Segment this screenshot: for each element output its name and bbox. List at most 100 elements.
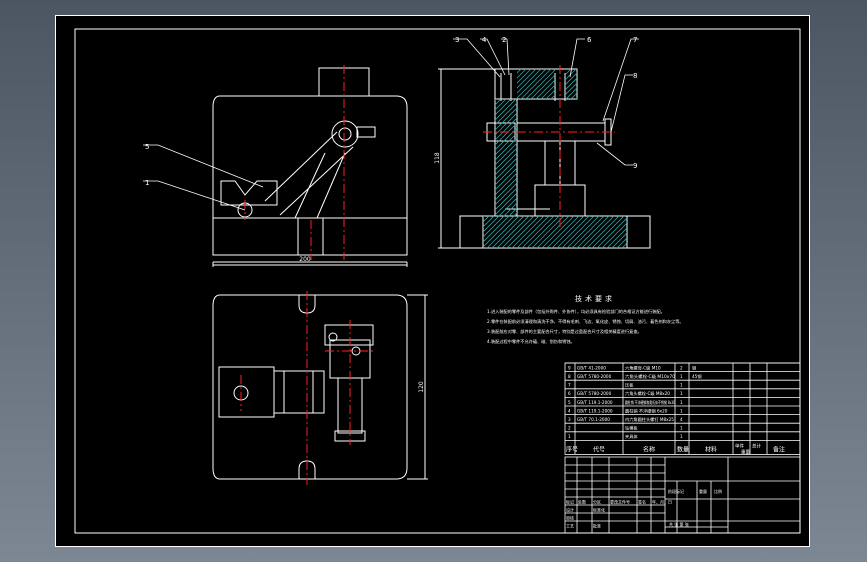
tech-req-line-3: 3.装配前应对零、部件的主要配合尺寸，特别是过盈配合尺寸及相关精度进行复查。	[487, 328, 642, 335]
top-centerlines	[240, 291, 375, 485]
title-weight: 重量	[699, 488, 707, 494]
bom-name: 六角头螺栓-C级 M10x70	[625, 373, 675, 380]
title-row-label: 年、月、日	[652, 499, 672, 505]
title-process: 工艺	[566, 524, 574, 529]
bom-header-qty: 数量	[677, 445, 689, 453]
bom-no: 6	[568, 391, 571, 396]
bom-qty: 1	[680, 400, 683, 405]
bom-qty: 1	[680, 408, 683, 413]
tech-req-title: 技术要求	[575, 294, 615, 303]
side-height-dim: 118	[434, 152, 441, 164]
title-block-text: 标记处数 分区 更改文件号 签名年、月、日设计 标准化审核工艺 批准 阶段标记 重量 比例共 张…	[566, 488, 722, 529]
bom-qty: 1	[680, 374, 683, 379]
bom-header-mat: 材料	[705, 445, 717, 453]
front-width-dim: 200	[299, 256, 311, 263]
bom-name: 圆柱销 不淬硬钢和奥氏体不锈钢 8x30	[625, 399, 675, 406]
bom-header-unit: 单件	[735, 442, 744, 449]
bom-code: GB/T 119.1-2000	[577, 408, 613, 413]
front-view	[212, 67, 408, 263]
title-sheet-info: 共 张 第 张	[669, 521, 689, 527]
bom-name: 内六角圆柱头螺钉 M8x25	[625, 416, 674, 423]
bom-qty: 1	[680, 391, 683, 396]
top-height-dim: 120	[418, 381, 425, 393]
cad-drawing: 200	[55, 15, 810, 547]
title-frame	[564, 456, 801, 534]
bom-row: 3 GB/T 70.1-2000 内六角圆柱头螺钉 M8x25 4	[568, 416, 683, 423]
bom-no: 3	[568, 417, 571, 422]
bom-row: 2 钻模板 1	[568, 425, 683, 432]
bom-name: 圆柱销 不淬硬钢 6x20	[625, 407, 668, 414]
bom-row: 1 夹具体 1	[568, 433, 683, 440]
bom-name: 钻模板	[625, 425, 638, 432]
title-row-label: 标记	[566, 499, 574, 505]
top-dimension	[407, 294, 428, 480]
title-row-label: 签名	[638, 499, 646, 505]
bom-qty: 1	[680, 426, 683, 431]
bom-row: 5 GB/T 119.1-2000 圆柱销 不淬硬钢和奥氏体不锈钢 8x30 1	[568, 399, 683, 406]
bom-qty: 1	[680, 434, 683, 439]
inner-frame	[74, 28, 801, 534]
callout-5: 5	[145, 143, 149, 151]
title-review: 审核	[566, 515, 574, 521]
tech-req-lines: 1.进入装配的零件及部件（包括外购件、外协件），均必须具有检验部门的合格证方能进…	[487, 308, 684, 345]
title-stage-mark: 阶段标记	[668, 488, 684, 494]
bom-code: GB/T 70.1-2000	[577, 417, 610, 422]
front-centerlines	[244, 65, 345, 260]
bom-name: 六角螺母-C级 M10	[625, 364, 661, 371]
bom-name: 六角头螺栓-C级 M8x20	[625, 390, 670, 397]
bom-header-weight: 重量	[741, 448, 750, 455]
callout-2: 2	[502, 36, 506, 44]
bom-header-code: 代号	[593, 445, 605, 453]
front-dimension	[212, 262, 408, 267]
tech-req-line-4: 4.装配过程中零件不允许磕、碰、划伤和锈蚀。	[487, 338, 575, 345]
title-row-label: 分区	[593, 499, 601, 505]
tech-req-line-2: 2.零件在装配前必须清理和清洗干净，不得有毛刺、飞边、氧化皮、锈蚀、切屑、油污、…	[487, 318, 684, 325]
callout-1: 1	[145, 179, 149, 187]
callout-4: 4	[482, 36, 487, 44]
bom-mat: 钢	[692, 364, 696, 371]
bom-no: 7	[568, 383, 571, 388]
bom-no: 2	[568, 426, 571, 431]
bom-header-note: 备注	[773, 445, 785, 453]
bom-code: GB/T 5780-2000	[577, 374, 612, 379]
bom-no: 1	[568, 434, 571, 439]
bom-row: 7 压板 1	[568, 382, 683, 389]
title-row-label: 处数	[578, 499, 586, 505]
bom-row: 9 GB/T 41-2000 六角螺母-C级 M10 2 钢	[568, 364, 696, 371]
bom-no: 8	[568, 374, 571, 379]
side-hatch	[483, 69, 627, 248]
leaders	[143, 38, 639, 211]
title-row-label: 更改文件号	[610, 499, 630, 505]
bom-header-name: 名称	[643, 445, 655, 453]
title-approve: 批准	[593, 523, 601, 529]
bom-header-total: 总计	[752, 442, 761, 449]
bom-code: GB/T 119.1-2000	[577, 400, 613, 405]
callout-8: 8	[633, 72, 637, 80]
bom-qty: 1	[680, 383, 683, 388]
bom-qty: 2	[680, 365, 683, 370]
title-design: 设计	[566, 507, 574, 513]
bom-qty: 4	[680, 417, 683, 422]
bom-name: 压板	[625, 382, 634, 389]
bom-row: 4 GB/T 119.1-2000 圆柱销 不淬硬钢 6x20 1	[568, 407, 683, 414]
title-scale: 比例	[714, 488, 722, 494]
bom-code: GB/T 5780-2000	[577, 391, 612, 396]
bom-name: 夹具体	[625, 433, 638, 440]
title-block: 标记处数 分区 更改文件号 签名年、月、日设计 标准化审核工艺 批准 阶段标记 重量 比例共 张…	[564, 456, 801, 534]
title-standard: 标准化	[593, 507, 605, 513]
bom-code: GB/T 41-2000	[577, 365, 606, 370]
callout-6: 6	[587, 36, 592, 44]
bom-mat: 45钢	[692, 373, 702, 380]
bom-no: 5	[568, 400, 571, 405]
callout-9: 9	[633, 162, 637, 170]
callout-3: 3	[455, 36, 459, 44]
bom-header-no: 序号	[566, 445, 578, 453]
outer-frame	[55, 15, 810, 547]
side-centerlines	[483, 65, 615, 230]
drawing-sheet: 200	[55, 15, 810, 547]
bom-no: 4	[568, 408, 571, 413]
bom-no: 9	[568, 365, 571, 370]
